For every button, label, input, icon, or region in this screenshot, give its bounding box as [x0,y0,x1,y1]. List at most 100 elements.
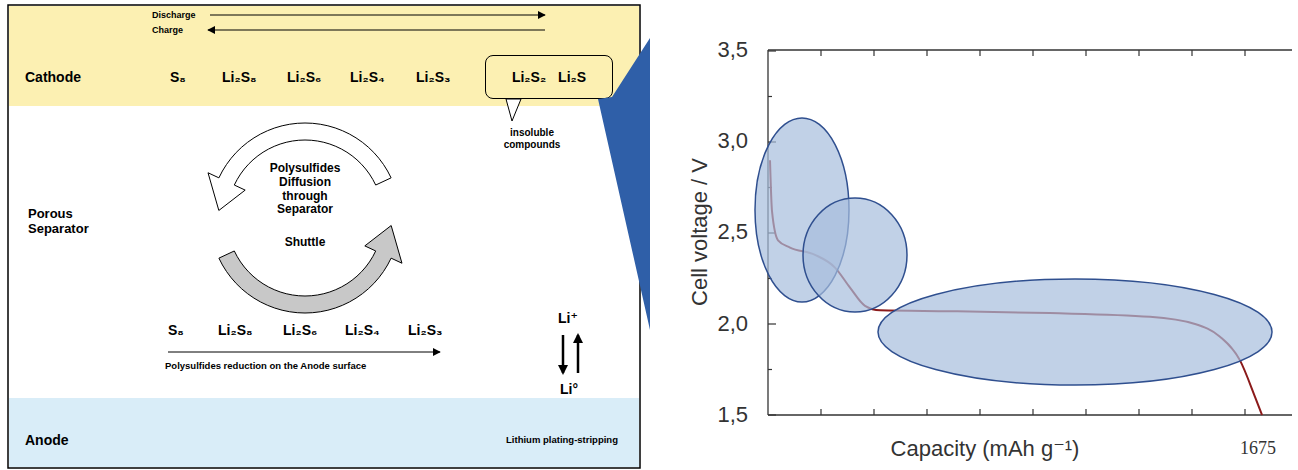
label-slot: 1675 [1240,438,1276,459]
region-ellipse [803,198,907,312]
axis-tick [1085,50,1086,56]
reduction-arrow [168,352,440,353]
axis-tick [1138,50,1139,56]
text-slot: Li₂S₂ [512,69,546,85]
tick-label: 3,5 [717,37,748,62]
label-slot: Charge [152,25,183,35]
axis-tick [820,409,821,415]
axis-tick [926,50,927,56]
ion-label: Li⁺ [558,310,578,326]
axis-tick [873,409,874,415]
charge-arrow [208,30,545,31]
axis-tick [1244,50,1245,56]
species-label: Li₂S₃ [408,322,442,338]
tick-label: 2,5 [717,219,748,244]
label-slot: Porous Separator [28,207,118,237]
axis-tick [979,409,980,415]
insoluble-box: Li₂S₂ Li₂S [485,55,613,99]
species-label: Li₂S₆ [283,322,317,338]
label-slot: insoluble compounds [487,127,577,150]
process-label: Polysulfides reduction on the Anode surf… [165,361,366,372]
voltage-chart [755,50,1292,415]
label-slot: Li₂S₈ [218,322,253,338]
node-text: Li₂S₂ [512,69,546,85]
axis-title: Cell voltage / V [687,158,712,306]
species-label: Li₂S₆ [287,69,321,85]
axis-tick [1191,409,1192,415]
label-slot: 2,5 [717,219,748,244]
axis-tick [873,50,874,56]
label-slot: Cell voltage / V [687,158,712,306]
tick-label: 1,5 [717,402,748,427]
zoom-wedge [598,38,650,330]
discharge-arrow [210,15,545,16]
axis-title: Capacity (mAh g⁻¹) [891,436,1080,461]
callout-label: insoluble compounds [487,127,577,150]
metal-label: Li° [560,381,578,397]
axis-line [768,414,1292,415]
label-slot: S₈ [170,69,186,85]
label-slot: Capacity (mAh g⁻¹) [891,436,1080,461]
node-text: Cathode [25,69,81,85]
label-slot: Li₂S₆ [287,69,321,85]
axis-tick [1191,50,1192,56]
axis-tick [1244,409,1245,415]
species-label: S₈ [168,322,184,338]
text-slot: Lithium plating-stripping [506,435,618,446]
anode-band: Anode Lithium plating-stripping [9,398,639,467]
axis-tick [768,323,776,324]
axis-tick [768,50,776,51]
node-text: Li₂S [558,69,586,85]
tick-label: 2,0 [717,311,748,336]
label-slot: 3,5 [717,37,748,62]
label-slot: Li₂S₄ [345,322,380,338]
up-arrow [577,335,580,373]
tick-label: 3,0 [717,128,748,153]
species-label: S₈ [170,69,186,85]
cycle-label: Polysulfides Diffusion through Separator [255,162,355,217]
label-slot: Li₂S₃ [408,322,442,338]
axis-tick [1085,409,1086,415]
axis-tick [768,369,772,370]
region-label: Porous Separator [28,207,118,237]
axis-tick [979,50,980,56]
species-label: Li₂S₃ [416,69,450,85]
direction-label: Charge [152,25,183,35]
label-slot: Li₂S₄ [350,69,385,85]
down-arrow [562,335,565,373]
label-slot: 3,0 [717,128,748,153]
axis-tick [768,96,772,97]
label-slot: Shuttle [285,236,326,250]
axis-line [768,49,1292,50]
node-text: Anode [25,432,69,448]
shuttle-cycle [208,123,402,313]
label-slot: Li₂S₆ [283,322,317,338]
cathode-band: Cathode Li₂S₂ Li₂S [9,6,639,106]
axis-tick [1138,409,1139,415]
cycle-arrow [219,226,402,313]
label-slot: Li° [560,381,578,397]
region-ellipse [878,279,1272,385]
label-slot: Li⁺ [558,310,578,326]
species-label: Li₂S₄ [345,322,380,338]
axis-tick [820,50,821,56]
axis-tick [926,409,927,415]
text-slot: Anode [25,432,69,448]
label-slot: Li₂S₃ [416,69,450,85]
label-slot: Polysulfides Diffusion through Separator [255,162,355,217]
direction-label: Discharge [152,10,196,20]
label-slot: 1,5 [717,402,748,427]
axis-tick [1032,409,1033,415]
text-slot: Li₂S [558,69,586,85]
species-label: Li₂S₈ [218,322,253,338]
text-slot: Cathode [25,69,81,85]
cycle-label: Shuttle [285,236,326,250]
label-slot: Polysulfides reduction on the Anode surf… [165,361,366,372]
axis-max-label: 1675 [1240,438,1276,459]
species-label: Li₂S₈ [222,69,257,85]
label-slot: Li₂S₈ [222,69,257,85]
panel-frame [8,5,640,468]
